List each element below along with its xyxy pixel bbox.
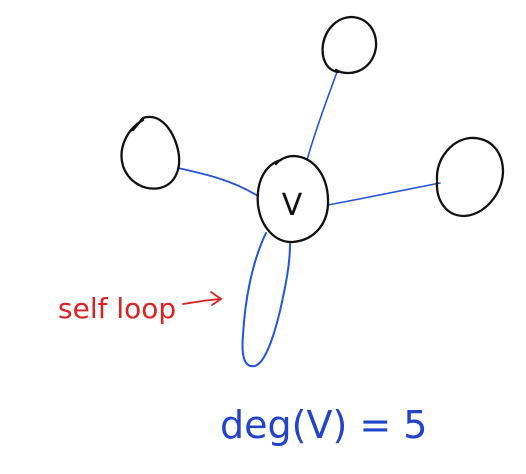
self-loop-annotation: self loop: [58, 292, 176, 325]
node-right: [435, 136, 505, 218]
arrow-shaft: [182, 298, 222, 305]
node-left: [120, 115, 181, 190]
edge-v-to-right-node: [327, 182, 441, 206]
nodes: [120, 15, 505, 244]
self-loop-edge: [241, 232, 291, 368]
edges: [177, 71, 441, 368]
degree-equation: deg(V) = 5: [220, 403, 427, 447]
node-v-label: V: [282, 188, 303, 223]
arrow-head: [210, 291, 223, 306]
annotation-arrow: [182, 291, 223, 306]
node-top: [321, 15, 378, 75]
edge-v-to-top-node: [306, 71, 338, 161]
edge-v-to-left-node: [177, 167, 259, 197]
node-v: [256, 154, 330, 244]
